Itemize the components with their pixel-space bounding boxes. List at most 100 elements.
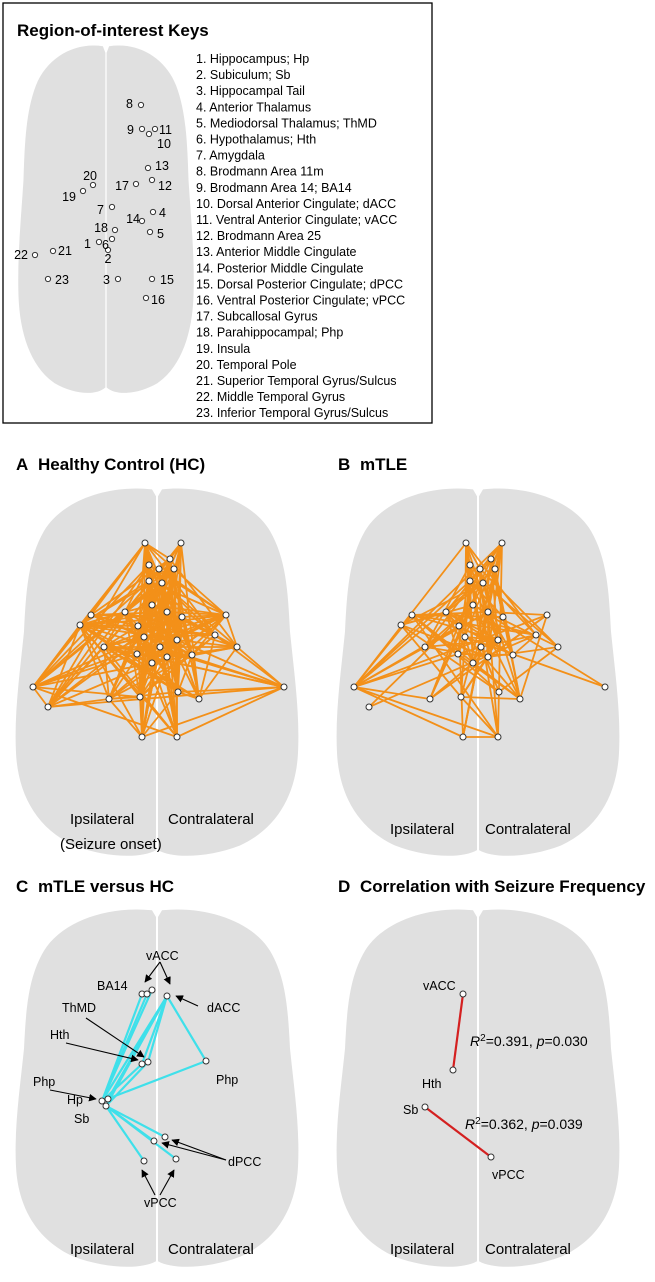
network-edge	[32, 636, 145, 688]
key-entry: 19. Insula	[196, 342, 250, 356]
network-edge	[181, 616, 238, 648]
network-node	[166, 555, 174, 563]
key-node-9	[138, 125, 146, 133]
key-node-number: 15	[160, 273, 174, 287]
key-node-number: 8	[126, 97, 133, 111]
network-node	[178, 613, 186, 621]
network-edge	[482, 582, 559, 648]
panel-d-brain	[337, 909, 620, 1266]
network-edge	[47, 662, 153, 708]
panel-d-network	[421, 990, 495, 1161]
panel-c-brain	[16, 909, 299, 1266]
comparison-edge	[104, 1060, 150, 1108]
key-node-6	[108, 235, 116, 243]
network-node	[163, 608, 171, 616]
network-edge	[472, 604, 606, 688]
network-edge	[161, 582, 285, 688]
panel-b: B mTLE Ipsilateral Contralateral	[337, 455, 620, 856]
label-hp: Hp	[67, 1093, 83, 1107]
label-thmd: ThMD	[62, 1001, 96, 1015]
network-edge	[124, 604, 153, 613]
network-node	[408, 611, 416, 619]
key-entry: 5. Mediodorsal Thalamus; ThMD	[196, 116, 377, 130]
correlation-edge-vacc-hth	[451, 993, 465, 1071]
network-edge	[472, 639, 499, 664]
key-node-1	[95, 238, 103, 246]
label-arrow	[85, 1017, 145, 1058]
network-edge	[141, 686, 285, 738]
network-edge	[512, 634, 537, 656]
label-arrow	[144, 961, 161, 983]
network-node	[138, 733, 146, 741]
panel-c-contralateral-label: Contralateral	[168, 1241, 254, 1258]
network-node	[479, 579, 487, 587]
label-d-vacc: vACC	[423, 979, 456, 993]
label-hth: Hth	[50, 1028, 70, 1042]
key-entry: 23. Inferior Temporal Gyrus/Sulcus	[196, 406, 388, 420]
network-edge	[32, 624, 81, 688]
stat-vacc-hth: R2=0.391, p=0.030	[470, 1033, 588, 1049]
network-edge	[47, 698, 110, 708]
network-edge	[353, 686, 464, 738]
panel-b-title: mTLE	[360, 455, 407, 474]
key-entry: 9. Brodmann Area 14; BA14	[196, 181, 352, 195]
network-edge	[32, 686, 49, 708]
network-edge	[32, 686, 178, 738]
network-edge	[90, 614, 183, 618]
network-edge	[79, 624, 110, 700]
network-node	[455, 622, 463, 630]
panel-d-letter: D	[338, 877, 350, 896]
comparison-edge	[104, 1104, 167, 1139]
key-node-3	[114, 275, 122, 283]
label-ba14: BA14	[97, 979, 128, 993]
network-node	[491, 565, 499, 573]
network-edge	[79, 611, 168, 626]
panel-a: A Healthy Control (HC) Ipsilateral (Seiz…	[16, 455, 299, 856]
network-node	[461, 633, 469, 641]
comparison-edge	[100, 1062, 144, 1103]
network-node	[163, 653, 171, 661]
network-node	[509, 651, 517, 659]
label-dpcc: dPCC	[228, 1155, 261, 1169]
key-node-8	[137, 101, 145, 109]
key-node-23	[44, 275, 52, 283]
label-arrow	[65, 1042, 139, 1063]
label-arrow	[171, 1138, 227, 1161]
network-node	[148, 601, 156, 609]
network-node	[554, 643, 562, 651]
network-node	[233, 643, 241, 651]
network-node	[222, 611, 230, 619]
network-edge	[32, 611, 126, 688]
node-vpcc2	[172, 1155, 180, 1163]
key-node-number: 23	[55, 273, 69, 287]
key-entry: 6. Hypothalamus; Hth	[196, 133, 316, 147]
network-edge	[225, 614, 238, 648]
comparison-edge	[146, 994, 169, 1064]
panel-d-ipsilateral-label: Ipsilateral	[390, 1241, 454, 1258]
network-node	[499, 613, 507, 621]
network-edge	[139, 634, 216, 698]
network-edge	[79, 624, 178, 641]
key-entry: 20. Temporal Pole	[196, 358, 297, 372]
key-entry: 1. Hippocampus; Hp	[196, 52, 309, 66]
node-dacc	[163, 992, 171, 1000]
network-node	[170, 565, 178, 573]
panel-a-title: Healthy Control (HC)	[38, 455, 205, 474]
network-edge	[32, 653, 138, 688]
network-edge	[445, 582, 484, 613]
network-edge	[176, 639, 238, 648]
correlation-edge-sb-vpcc	[424, 1106, 492, 1158]
network-edge	[103, 646, 178, 738]
network-edge	[173, 568, 227, 616]
node-dpcc1	[150, 1137, 158, 1145]
network-node	[516, 695, 524, 703]
key-entry: 11. Ventral Anterior Cingulate; vACC	[196, 213, 397, 227]
network-edge	[79, 624, 143, 738]
network-edge	[487, 611, 548, 616]
panel-a-network	[29, 539, 288, 741]
key-entry: 18. Parahippocampal; Php	[196, 326, 343, 340]
network-edge	[32, 580, 150, 688]
key-entries-list: 1. Hippocampus; Hp2. Subiculum; Sb3. Hip…	[196, 52, 405, 420]
network-edge	[177, 691, 200, 700]
